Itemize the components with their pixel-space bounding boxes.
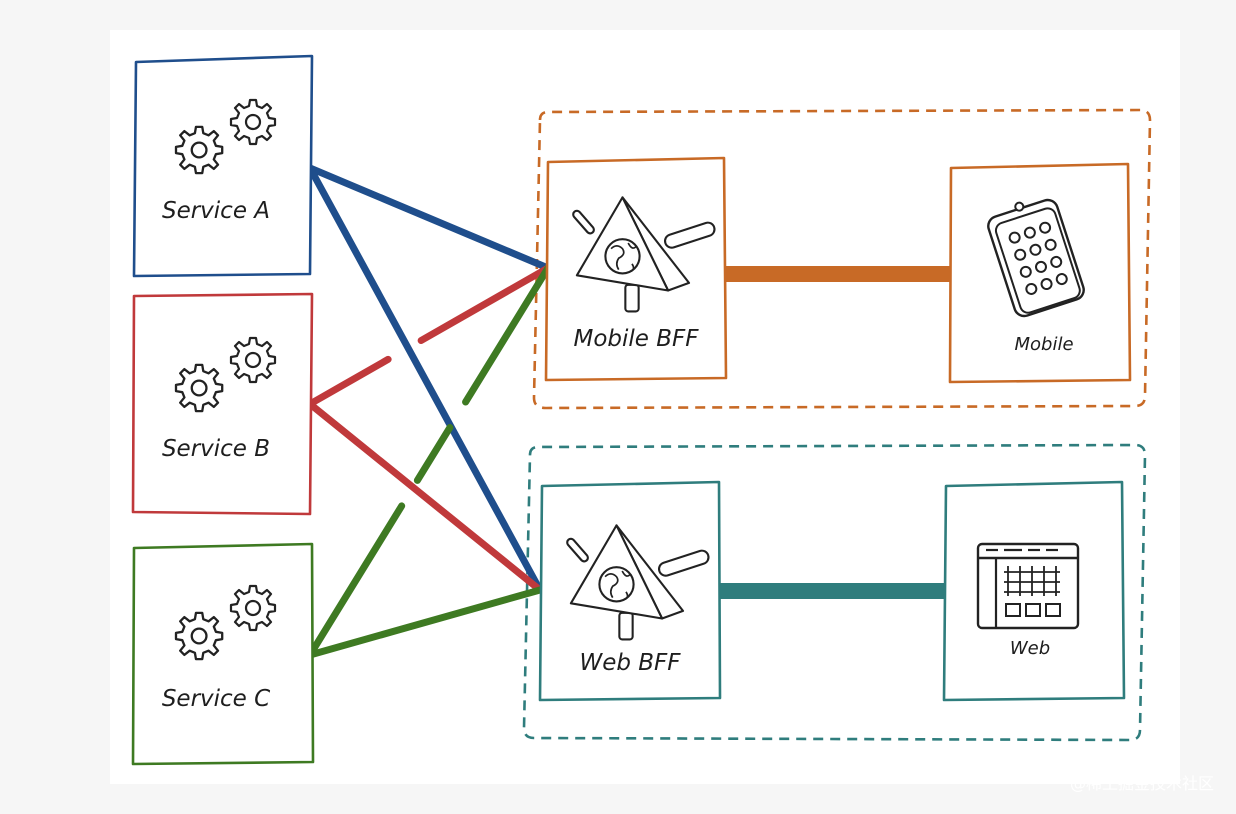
web-client-node: Web xyxy=(942,480,1126,702)
mobile-phone-icon xyxy=(987,198,1085,318)
mobile-bff-node: Mobile BFF xyxy=(544,156,728,382)
service-c-node: Service C xyxy=(131,542,315,766)
service-b-label: Service B xyxy=(162,436,270,462)
edge-service-c-mobile-bff xyxy=(306,264,552,659)
service-a-label: Service A xyxy=(162,198,270,224)
mobile-bff-label: Mobile BFF xyxy=(574,326,700,352)
web-group-frame xyxy=(522,443,1147,742)
watermark: @稀土掘金技术社区 xyxy=(1069,774,1214,793)
edge-service-a-mobile-bff xyxy=(306,164,552,272)
service-b-node: Service B xyxy=(131,292,314,516)
edge-service-b-web-bff xyxy=(306,400,544,594)
mobile-label: Mobile xyxy=(1014,334,1073,355)
mobile-client-node: Mobile xyxy=(948,162,1132,384)
connection-lines xyxy=(306,164,962,659)
service-c-label: Service C xyxy=(162,686,270,712)
edge-service-a-web-bff xyxy=(306,164,544,594)
service-a-node: Service A xyxy=(132,54,314,278)
web-bff-node: Web BFF xyxy=(538,480,722,702)
web-label: Web xyxy=(1010,638,1050,659)
web-bff-label: Web BFF xyxy=(579,650,681,676)
edge-service-c-web-bff xyxy=(306,586,544,659)
web-browser-icon xyxy=(976,542,1080,630)
edge-service-b-mobile-bff xyxy=(306,264,552,408)
